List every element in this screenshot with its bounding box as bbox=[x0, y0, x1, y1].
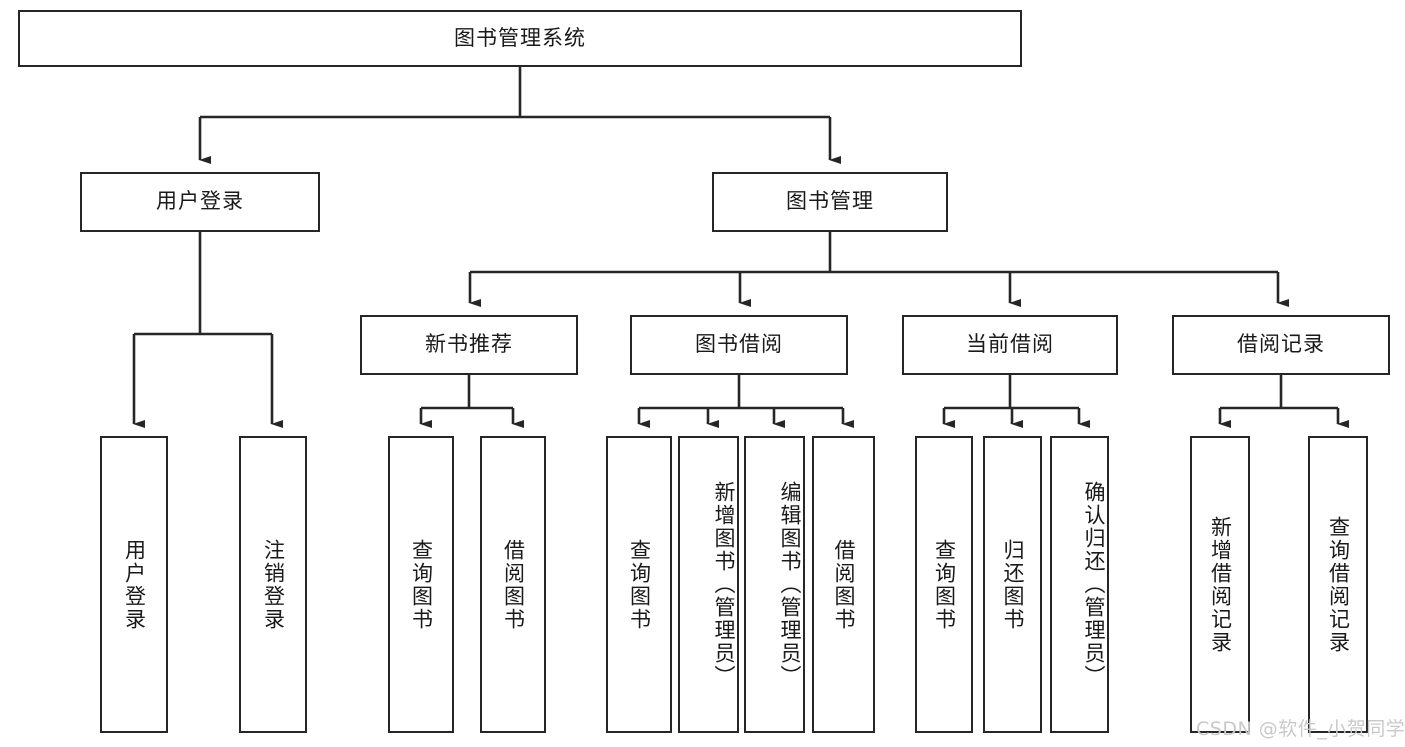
leaf-add-book-admin[interactable]: 新增图书（管理员） bbox=[678, 436, 739, 733]
leaf-edit-book-admin[interactable]: 编辑图书（管理员） bbox=[744, 436, 805, 733]
csdn-watermark: CSDN @软件_小贺同学 bbox=[1196, 718, 1405, 740]
leaf-add-borrow-record[interactable]: 新增借阅记录 bbox=[1190, 436, 1250, 733]
node-book-management[interactable]: 图书管理 bbox=[712, 172, 948, 232]
node-current-borrow[interactable]: 当前借阅 bbox=[902, 315, 1118, 375]
node-root[interactable]: 图书管理系统 bbox=[18, 10, 1022, 67]
leaf-user-login[interactable]: 用户登录 bbox=[100, 436, 168, 733]
leaf-query-book-current[interactable]: 查询图书 bbox=[915, 436, 973, 733]
leaf-confirm-return-admin[interactable]: 确认归还（管理员） bbox=[1050, 436, 1109, 733]
leaf-return-book[interactable]: 归还图书 bbox=[983, 436, 1042, 733]
leaf-query-book-borrow[interactable]: 查询图书 bbox=[606, 436, 672, 733]
leaf-logout[interactable]: 注销登录 bbox=[239, 436, 307, 733]
leaf-query-borrow-record[interactable]: 查询借阅记录 bbox=[1308, 436, 1368, 733]
leaf-borrow-book-recommend[interactable]: 借阅图书 bbox=[480, 436, 546, 733]
node-user-login[interactable]: 用户登录 bbox=[80, 172, 320, 232]
node-new-book-recommend[interactable]: 新书推荐 bbox=[360, 315, 578, 375]
leaf-borrow-book[interactable]: 借阅图书 bbox=[812, 436, 875, 733]
node-book-borrow[interactable]: 图书借阅 bbox=[630, 315, 848, 375]
node-borrow-record[interactable]: 借阅记录 bbox=[1172, 315, 1390, 375]
leaf-query-book-recommend[interactable]: 查询图书 bbox=[388, 436, 454, 733]
